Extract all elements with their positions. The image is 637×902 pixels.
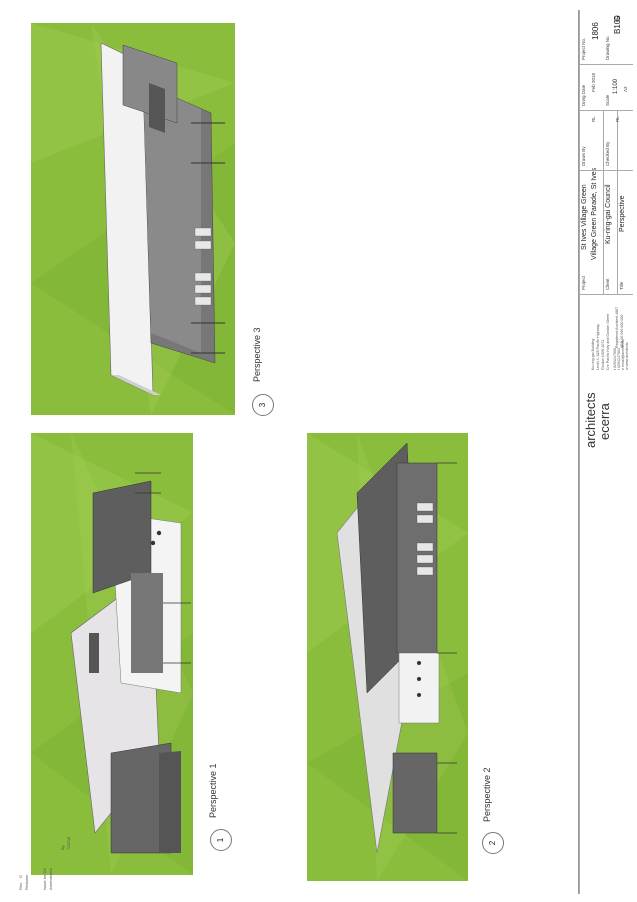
office-line-3: Gordon NSW 2072 (601, 339, 605, 370)
logo-text-1: architects (583, 392, 598, 448)
perspective-3-label: Perspective 3 (252, 327, 262, 382)
perspective-3-image (31, 23, 235, 415)
client-label: Client (605, 278, 610, 290)
perspective-1-label: Perspective 1 (208, 763, 218, 818)
drawing-no-label: Drawing No. (605, 35, 610, 60)
drawn-by-label: Drawn By (581, 146, 586, 166)
size-value: A3 (623, 86, 628, 92)
scale-value: 1:100 (613, 78, 619, 94)
reg-line-1: Registered Architect 4887 (615, 306, 619, 348)
revision-block: Rev Revision G Issue for DA Amendment By… (14, 820, 74, 894)
rev-row-date: 7/02/18 (66, 836, 71, 850)
perspective-1-render (31, 433, 193, 875)
office-line-4: Cnr Pacific Hwy and Gordon Street (606, 314, 610, 370)
title-value: Perspective (619, 195, 626, 232)
perspective-2-label: Perspective 2 (482, 767, 492, 822)
rev-row2-desc: Amendment (48, 868, 53, 890)
project-no-label: Project No. (581, 37, 586, 60)
rev-header-desc: Revision (24, 874, 29, 890)
revision-value: G (613, 15, 622, 22)
project-line-1: St Ives Village Green (581, 184, 588, 250)
reg-line-2: ABN 00 000 000 000 (620, 314, 624, 348)
drawn-by-value: RL (591, 116, 596, 122)
perspective-2-marker: 2 (482, 832, 504, 854)
checked-by-label: Checked By (605, 141, 610, 166)
logo-text-2: ecerra (597, 403, 612, 440)
perspective-3-marker: 3 (252, 394, 274, 416)
project-no-value: 1806 (591, 22, 600, 40)
perspective-1-image (31, 433, 193, 875)
dwg-date-value: Feb 2018 (591, 72, 596, 92)
rev-header-rev: Rev (18, 882, 23, 890)
checked-by-value: RL (615, 116, 620, 122)
office-line-1: Ku-ring-gai Building (591, 338, 595, 370)
title-label: Title (619, 281, 624, 290)
perspective-1-marker: 1 (210, 829, 232, 851)
contact-line-4: w www.architects (625, 342, 629, 370)
logo: architects ecerra (583, 380, 629, 450)
client-value: Ku-ring-gai Council (605, 184, 612, 244)
perspective-2-render (307, 433, 468, 881)
scale-label: Scale (605, 94, 610, 106)
dwg-date-label: Drwg Date (581, 84, 586, 106)
perspective-3-render (31, 23, 235, 415)
title-block: architects ecerra Ku-ring-gai Building L… (578, 10, 633, 894)
rev-row-desc: Issue for DA (42, 867, 47, 890)
project-label: Project (581, 275, 586, 290)
project-line-2: Village Green Parade, St Ives (591, 167, 598, 260)
rev-row-rev: G (18, 874, 23, 878)
rev-header-by: By (60, 845, 65, 850)
perspective-2-image (307, 433, 468, 881)
office-line-2: Level 4, 828 Pacific Highway (596, 324, 600, 370)
